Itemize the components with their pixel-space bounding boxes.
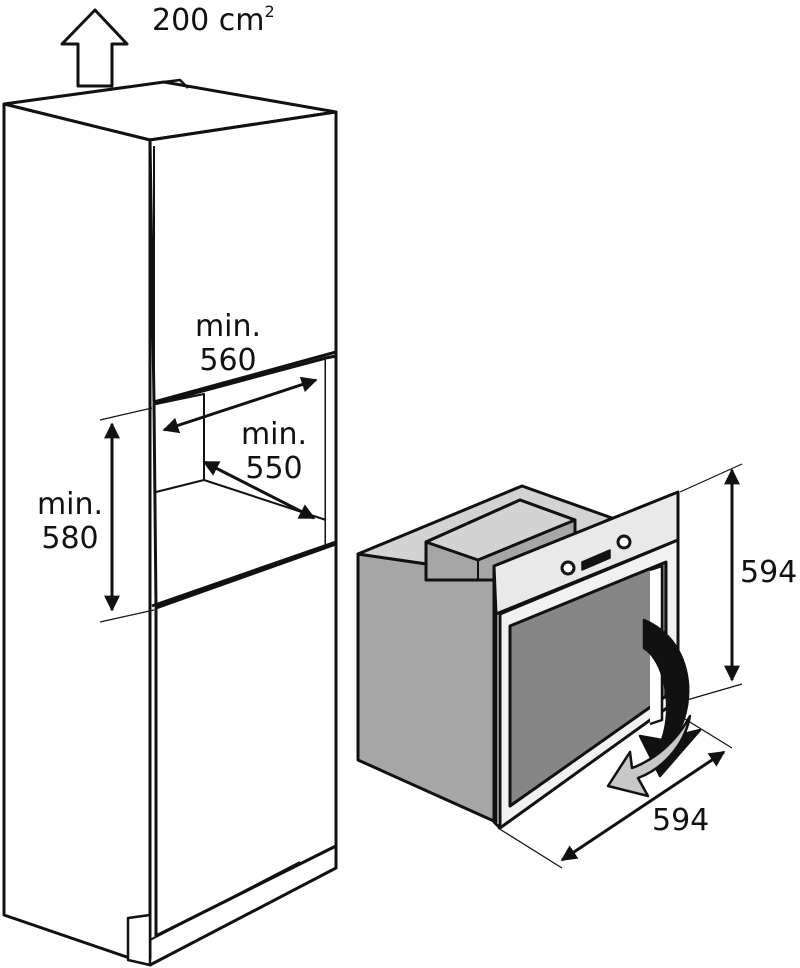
niche-depth-arrow [202, 460, 316, 520]
ventilation-label: 200 cm2 [152, 2, 275, 38]
oven-width-label: 594 [652, 803, 710, 838]
niche-width-label: min.560 [194, 309, 262, 378]
control-knob-right [616, 534, 632, 550]
niche-width-arrow [162, 376, 318, 434]
dimension-lines [99, 376, 318, 623]
niche-depth-label: min.550 [240, 417, 308, 486]
ventilation-arrow [60, 8, 129, 88]
oven-dimension-lines [497, 463, 743, 869]
control-knob-left [560, 560, 576, 576]
display [581, 549, 611, 571]
niche-height-label: min.580 [36, 487, 104, 556]
oven [356, 484, 680, 830]
oven-width-arrow [560, 750, 726, 862]
oven-height-label: 594 [740, 555, 798, 590]
oven-body-side [356, 552, 498, 824]
